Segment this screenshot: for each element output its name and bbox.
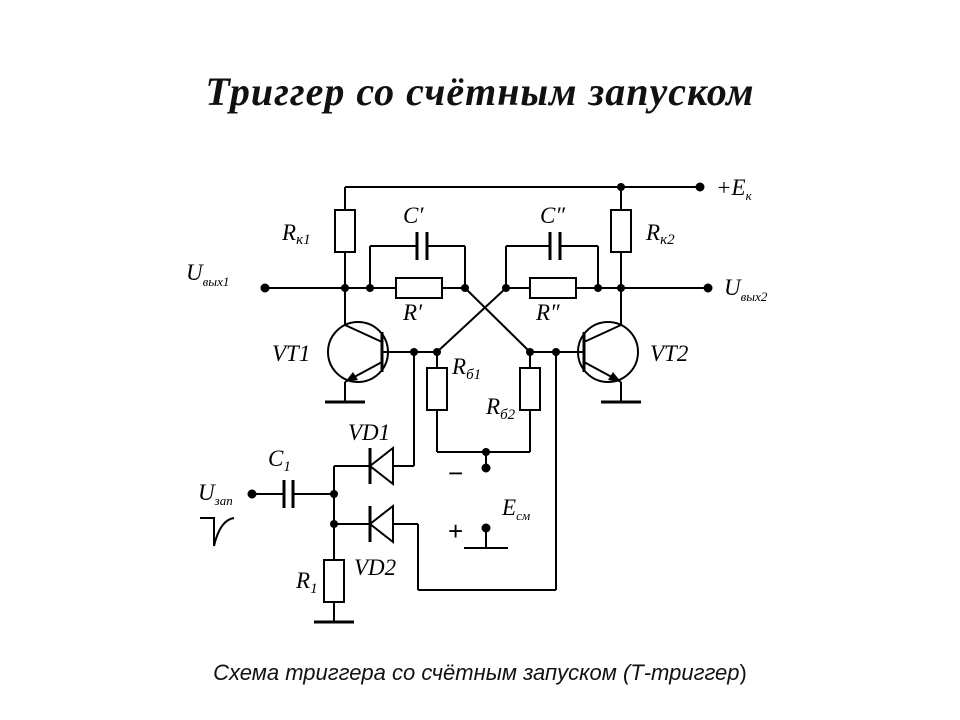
figure-caption: Схема триггера со счётным запуском (Т-тр… (0, 660, 960, 686)
r-prime-label: R′ (402, 300, 423, 325)
vd2-label: VD2 (354, 555, 396, 580)
vt2-label: VT2 (650, 341, 688, 366)
resistor-r-prime (370, 277, 469, 299)
resistor-rk1 (334, 187, 356, 325)
output-line-left (260, 283, 374, 293)
input-pulse-waveform (200, 517, 235, 547)
uzap-label: Uзап (198, 480, 233, 508)
vt1-label: VT1 (272, 341, 310, 366)
rk2-label: Rк2 (645, 220, 675, 248)
plus-sign: + (448, 516, 463, 546)
resistor-rb1 (426, 352, 490, 456)
rb1-label: Rб1 (451, 354, 481, 383)
diode-vd1 (334, 352, 415, 487)
c-prime-label: C′ (403, 203, 424, 228)
uout2-label: Uвых2 (724, 275, 768, 304)
rb2-label: Rб2 (485, 394, 516, 423)
caption-text: Схема триггера со счётным запуском (Т-тр… (213, 660, 740, 685)
resistor-rb2 (486, 352, 541, 453)
resistor-rk2 (610, 187, 632, 325)
vd1-label: VD1 (348, 420, 390, 445)
capacitor-c-double-prime (505, 232, 599, 288)
capacitor-c-prime (369, 232, 466, 288)
capacitor-c1 (247, 466, 338, 560)
transistor-vt2 (526, 321, 641, 404)
uout1-label: Uвых1 (186, 260, 229, 289)
bias-source-esm (464, 452, 508, 549)
r-double-prime-label: R″ (535, 300, 560, 325)
r1-label: R1 (295, 568, 318, 597)
output-line-right (594, 283, 713, 293)
resistor-r1 (314, 559, 354, 624)
supply-rail (345, 182, 705, 192)
transistor-vt1 (325, 321, 441, 404)
page-title: Триггер со счётным запуском (205, 69, 755, 114)
cross-coupling (436, 287, 531, 353)
minus-sign: − (448, 458, 463, 488)
diode-vd2 (334, 352, 557, 591)
c-double-prime-label: C″ (540, 203, 565, 228)
rk1-label: Rк1 (281, 220, 311, 248)
caption-close: ) (739, 660, 747, 685)
resistor-r-double-prime (502, 277, 598, 299)
supply-label: +Eк (716, 175, 753, 203)
c1-label: C1 (268, 446, 291, 475)
esm-label: Eсм (501, 495, 530, 523)
